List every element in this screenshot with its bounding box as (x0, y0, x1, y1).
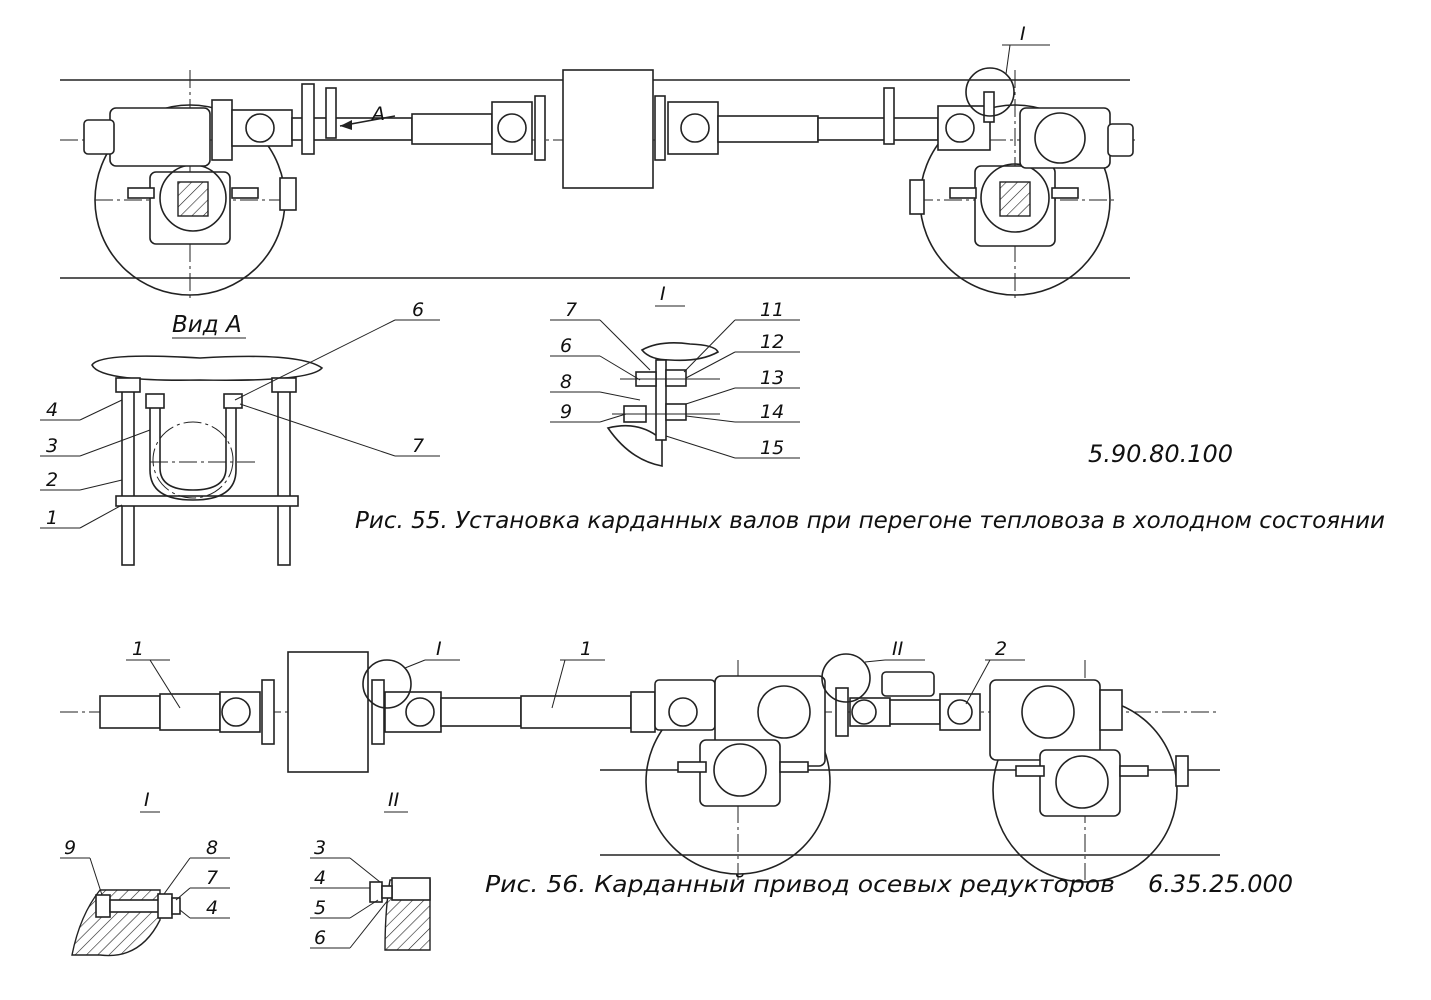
detail-i-title: I (660, 283, 666, 305)
fig56-shaft-callout-mid: 1 (580, 638, 592, 660)
fig56-marker-ii: II (892, 638, 904, 660)
view-a-callouts: 4 3 2 1 6 7 (40, 299, 440, 529)
fig55-main-assembly: A I (60, 23, 1135, 300)
fig56-detail-i-callout-8: 8 (206, 837, 218, 859)
view-a-callout-6: 6 (412, 299, 424, 321)
fig55-document-number: 5.90.80.100 (1088, 440, 1233, 468)
detail-i-callout-9: 9 (560, 401, 572, 423)
fig56-detail-i-callout-7: 7 (206, 867, 218, 889)
fig56-callouts: 1 I 1 II 2 (126, 638, 1025, 709)
callout-i-label: I (1020, 23, 1026, 45)
fig56-detail-ii-title: II (388, 789, 400, 811)
fig56-detail-ii: II 3 4 5 6 (310, 789, 431, 951)
view-a-arrow: A (339, 103, 396, 130)
detail-i-callout-8: 8 (560, 371, 572, 393)
view-a-title: Вид А (172, 312, 242, 338)
fig56-detail-i-title: I (144, 789, 150, 811)
view-a-callout-7: 7 (412, 435, 424, 457)
fig56-detail-i: I 9 8 7 4 (60, 789, 230, 957)
detail-i-callout-13: 13 (760, 367, 784, 389)
view-a-arrow-label: A (370, 103, 385, 125)
detail-i-callout-7: 7 (565, 299, 577, 321)
fig56-detail-ii-callout-3: 3 (314, 837, 326, 859)
fig56-detail-ii-callout-4: 4 (314, 867, 326, 889)
detail-i-callout-15: 15 (760, 437, 784, 459)
detail-i-callout-11: 11 (760, 299, 784, 321)
detail-i-callout-6: 6 (560, 335, 572, 357)
view-a-callout-1: 1 (46, 507, 58, 529)
fig56-detail-i-callout-4: 4 (206, 897, 218, 919)
view-a-callout-3: 3 (46, 435, 58, 457)
cardan-shaft-line (231, 69, 995, 189)
detail-i-callouts: 7 6 8 9 11 12 13 14 15 (550, 299, 800, 459)
right-wheel-assembly (909, 70, 1134, 300)
fig56-detail-i-callout-9: 9 (64, 837, 76, 859)
fig55-detail-i: I (606, 283, 720, 467)
callout-i-marker: I (965, 23, 1050, 117)
detail-i-callout-12: 12 (760, 331, 784, 353)
fig56-detail-ii-callout-5: 5 (314, 897, 326, 919)
fig56-main-assembly (60, 651, 1220, 883)
fig56-caption: Рис. 56. Карданный привод осевых редукто… (485, 872, 1115, 898)
view-a-callout-2: 2 (46, 469, 58, 491)
fig56-document-number: 6.35.25.000 (1148, 870, 1293, 898)
view-a-drawing: Вид А (91, 312, 324, 566)
fig56-gearbox-callout: 2 (995, 638, 1007, 660)
fig56-marker-i: I (436, 638, 442, 660)
detail-i-callout-14: 14 (760, 401, 784, 423)
left-wheel-assembly (83, 70, 297, 300)
view-a-callout-4: 4 (46, 399, 58, 421)
fig55-caption: Рис. 55. Установка карданных валов при п… (355, 508, 1385, 534)
fig56-shaft-callout-left: 1 (132, 638, 144, 660)
fig56-detail-ii-callout-6: 6 (314, 927, 326, 949)
